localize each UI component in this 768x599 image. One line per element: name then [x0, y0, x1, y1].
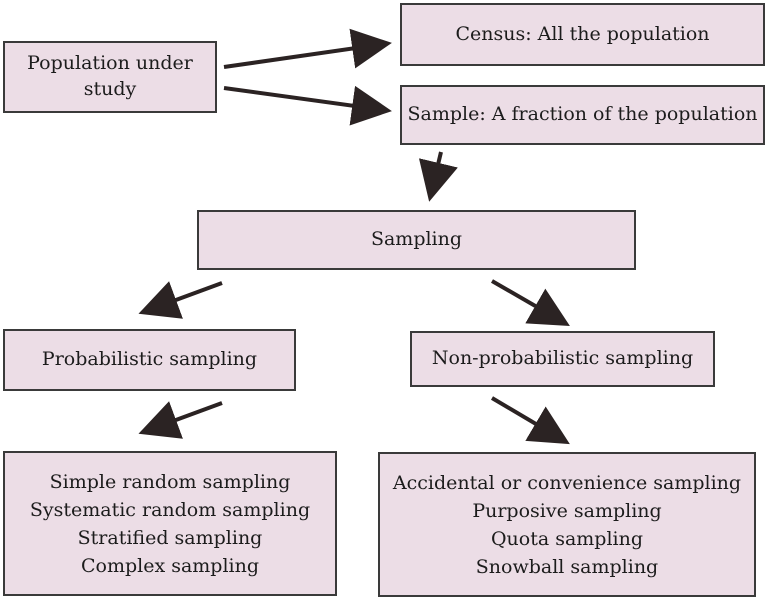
- arrow-sample-to-sampling: [418, 151, 458, 202]
- probabilistic-label: Probabilistic sampling: [41, 348, 258, 371]
- method-item: Purposive sampling: [472, 499, 662, 522]
- arrow-non-probabilistic-to-methods: [490, 396, 570, 445]
- method-item: Systematic random sampling: [29, 498, 311, 521]
- census-label: Census: All the population: [455, 22, 710, 45]
- method-item: Simple random sampling: [49, 470, 291, 493]
- method-item: Snowball sampling: [475, 555, 659, 578]
- sample-label: Sample: A fraction of the population: [407, 103, 758, 126]
- arrow-population-to-sample: [223, 85, 392, 126]
- non-probabilistic-methods-box: Accidental or convenience sampling Purpo…: [378, 452, 756, 597]
- sampling-box: Sampling: [197, 210, 636, 270]
- arrow-sampling-to-probabilistic: [138, 281, 223, 319]
- arrow-population-to-census: [223, 28, 392, 69]
- probabilistic-methods-box: Simple random sampling Systematic random…: [3, 451, 337, 596]
- arrow-probabilistic-to-methods: [138, 401, 223, 439]
- method-item: Stratified sampling: [77, 526, 263, 549]
- sample-box: Sample: A fraction of the population: [400, 85, 765, 145]
- method-item: Accidental or convenience sampling: [392, 471, 742, 494]
- population-box: Population under study: [3, 41, 217, 113]
- non-probabilistic-box: Non-probabilistic sampling: [410, 331, 715, 387]
- census-box: Census: All the population: [400, 3, 765, 66]
- population-label: Population under study: [27, 52, 193, 100]
- probabilistic-box: Probabilistic sampling: [3, 329, 296, 391]
- arrow-sampling-to-non-probabilistic: [490, 279, 570, 327]
- method-item: Complex sampling: [80, 554, 260, 577]
- sampling-label: Sampling: [370, 228, 463, 251]
- non-probabilistic-label: Non-probabilistic sampling: [431, 347, 694, 370]
- method-item: Quota sampling: [490, 527, 644, 550]
